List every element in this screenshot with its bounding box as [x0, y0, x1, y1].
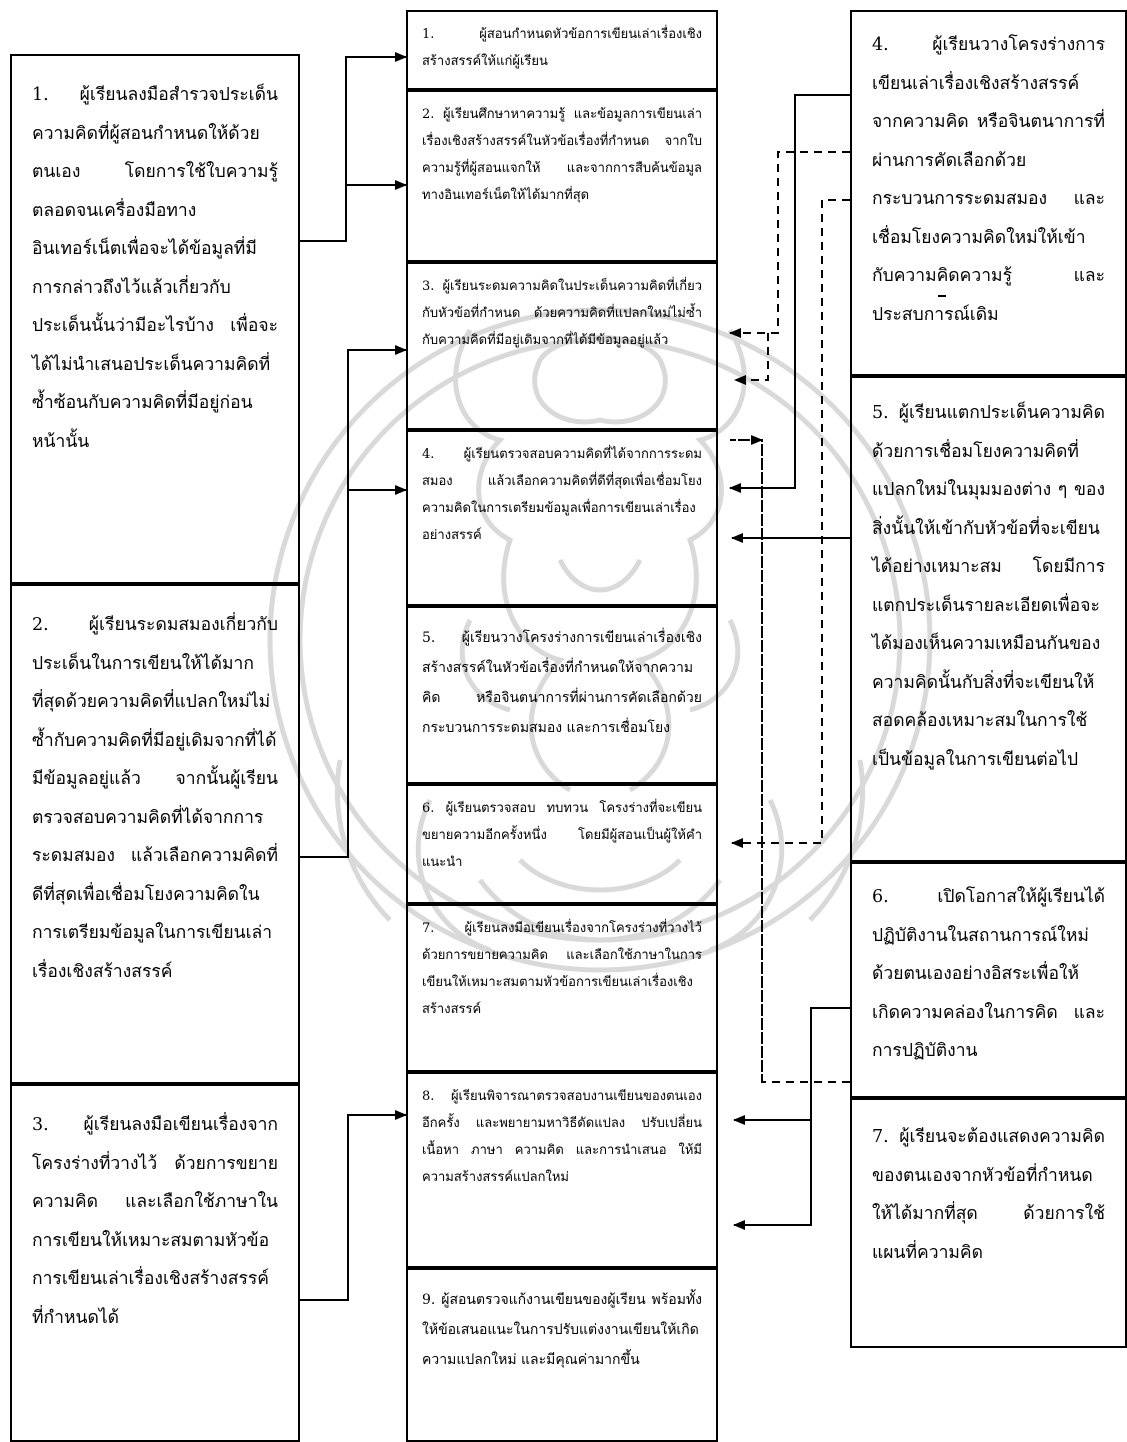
- left-step-3: 3. ผู้เรียนลงมือเขียนเรื่องจากโครงร่างที…: [10, 1084, 300, 1442]
- mid-step-7-text: 7. ผู้เรียนลงมือเขียนเรื่องจากโครงร่างที…: [422, 921, 702, 1017]
- mid-step-8-text: 8. ผู้เรียนพิจารณาตรวจสอบงานเขียนของตนเอ…: [422, 1089, 702, 1185]
- mid-step-3-text: 3. ผู้เรียนระดมความคิดในประเด็นความคิดที…: [422, 279, 702, 348]
- mid-step-1-text: 1. ผู้สอนกำหนดหัวข้อการเขียนเล่าเรื่องเช…: [422, 27, 702, 69]
- right-step-5: 5. ผู้เรียนแตกประเด็นความคิดด้วยการเชื่อ…: [850, 376, 1127, 862]
- mid-step-4: 4. ผู้เรียนตรวจสอบความคิดที่ได้จากการระด…: [406, 430, 718, 606]
- left-step-2-text: 2. ผู้เรียนระดมสมองเกี่ยวกับประเด็นในการ…: [32, 615, 278, 982]
- right-step-4-text: 4. ผู้เรียนวางโครงร่างการเขียนเล่าเรื่อง…: [872, 35, 1105, 325]
- right-step-6: 6. เปิดโอกาสให้ผู้เรียนได้ปฏิบัติงานในสถ…: [850, 862, 1127, 1098]
- mid-step-5-text: 5. ผู้เรียนวางโครงร่างการเขียนเล่าเรื่อง…: [422, 630, 702, 736]
- mid-step-1: 1. ผู้สอนกำหนดหัวข้อการเขียนเล่าเรื่องเช…: [406, 10, 718, 90]
- mid-step-8: 8. ผู้เรียนพิจารณาตรวจสอบงานเขียนของตนเอ…: [406, 1072, 718, 1268]
- mid-step-7: 7. ผู้เรียนลงมือเขียนเรื่องจากโครงร่างที…: [406, 904, 718, 1072]
- mid-step-5: 5. ผู้เรียนวางโครงร่างการเขียนเล่าเรื่อง…: [406, 606, 718, 784]
- mid-step-2-text: 2. ผู้เรียนศึกษาหาความรู้ และข้อมูลการเข…: [422, 107, 702, 203]
- mid-step-6: 6. ผู้เรียนตรวจสอบ ทบทวน โครงร่างที่จะเข…: [406, 784, 718, 904]
- mid-step-6-text: 6. ผู้เรียนตรวจสอบ ทบทวน โครงร่างที่จะเข…: [422, 801, 702, 870]
- mid-step-3: 3. ผู้เรียนระดมความคิดในประเด็นความคิดที…: [406, 262, 718, 430]
- mid-step-4-text: 4. ผู้เรียนตรวจสอบความคิดที่ได้จากการระด…: [422, 447, 702, 543]
- mid-step-2: 2. ผู้เรียนศึกษาหาความรู้ และข้อมูลการเข…: [406, 90, 718, 262]
- right-step-6-text: 6. เปิดโอกาสให้ผู้เรียนได้ปฏิบัติงานในสถ…: [872, 887, 1105, 1061]
- mid-step-9-text: 9. ผู้สอนตรวจแก้งานเขียนของผู้เรียน พร้อ…: [422, 1292, 702, 1368]
- left-step-3-text: 3. ผู้เรียนลงมือเขียนเรื่องจากโครงร่างที…: [32, 1115, 278, 1328]
- right-step-5-text: 5. ผู้เรียนแตกประเด็นความคิดด้วยการเชื่อ…: [872, 403, 1105, 770]
- left-step-1-text: 1. ผู้เรียนลงมือสำรวจประเด็นความคิดที่ผู…: [32, 85, 278, 452]
- mid-step-9: 9. ผู้สอนตรวจแก้งานเขียนของผู้เรียน พร้อ…: [406, 1268, 718, 1442]
- right-step-7-text: 7. ผู้เรียนจะต้องแสดงความคิดของตนเองจากห…: [872, 1127, 1105, 1263]
- right-step-4: 4. ผู้เรียนวางโครงร่างการเขียนเล่าเรื่อง…: [850, 10, 1127, 376]
- right-step-7: 7. ผู้เรียนจะต้องแสดงความคิดของตนเองจากห…: [850, 1098, 1127, 1348]
- left-step-2: 2. ผู้เรียนระดมสมองเกี่ยวกับประเด็นในการ…: [10, 584, 300, 1084]
- left-step-1: 1. ผู้เรียนลงมือสำรวจประเด็นความคิดที่ผู…: [10, 54, 300, 584]
